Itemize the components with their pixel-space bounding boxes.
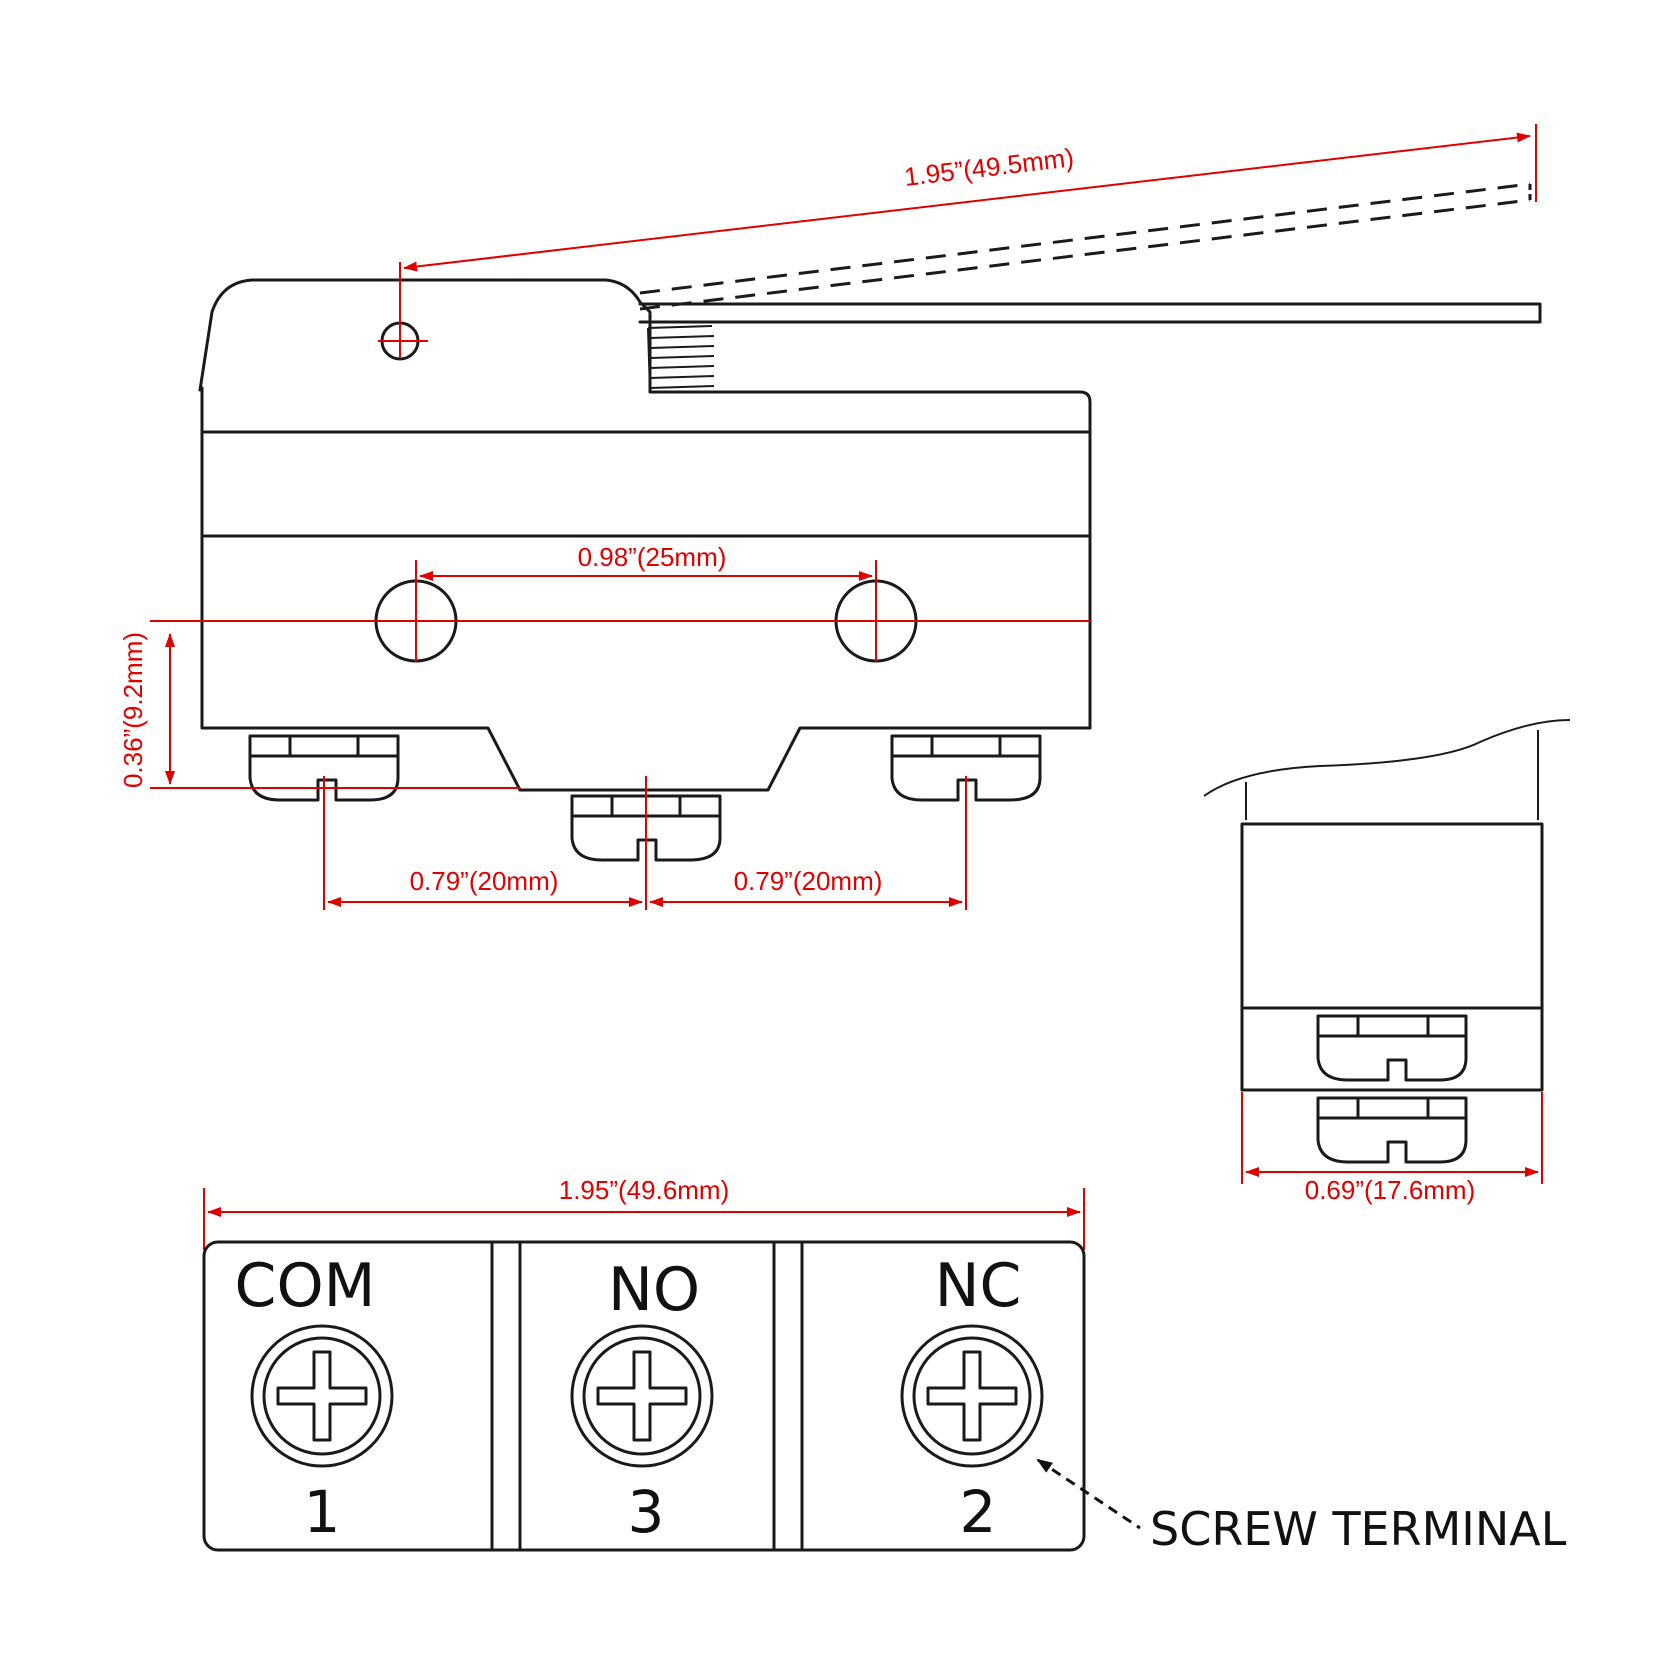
dim-terminal-spacing-right: 0.79”(20mm) [734,866,883,896]
dim-lever-length: 1.95”(49.5mm) [903,142,1076,192]
screw-end-lower [1316,1096,1468,1164]
dim-hole-height: 0.36”(9.2mm) [118,632,148,788]
switch-lower-body [200,534,1092,792]
screw-head-com-icon [250,1324,394,1468]
switch-upper-body [200,386,1092,538]
callout-screw-terminal: SCREW TERMINAL [1150,1502,1567,1556]
screw-head-no-icon [570,1324,714,1468]
screw-side-right [890,734,1042,802]
terminal-view: 1.95”(49.6mm) COM 1 NO 3 NC 2 [202,1175,1567,1556]
lever-arm-actuated [639,182,1531,295]
terminal-label-com: COM [235,1251,376,1321]
terminal-number-no: 3 [628,1478,665,1546]
screw-head-nc-icon [900,1324,1044,1468]
terminal-block [202,1240,1086,1552]
dim-body-length: 1.95”(49.6mm) [559,1175,730,1205]
callout-arrow [1036,1458,1141,1530]
terminal-number-com: 1 [304,1478,341,1546]
side-view: 1.95”(49.5mm) 0.98”(25mm) 0.36”(9.2mm) 0… [118,124,1542,910]
lever-arm [638,302,1542,324]
end-body [1240,822,1544,1092]
terminal-label-no: NO [608,1255,700,1325]
end-view: 0.69”(17.6mm) [1203,719,1571,1205]
dim-body-width: 0.69”(17.6mm) [1305,1175,1476,1205]
dimension-lines-side [150,124,1537,910]
actuator-cap [198,278,1092,432]
spring [647,325,715,393]
screw-end-upper [1316,1014,1468,1082]
dim-hole-spacing: 0.98”(25mm) [578,542,727,572]
dim-terminal-spacing-left: 0.79”(20mm) [410,866,559,896]
terminal-number-nc: 2 [960,1478,997,1546]
lever-end-curve [1203,719,1571,797]
terminal-label-nc: NC [935,1251,1022,1321]
screw-side-left [248,734,400,802]
